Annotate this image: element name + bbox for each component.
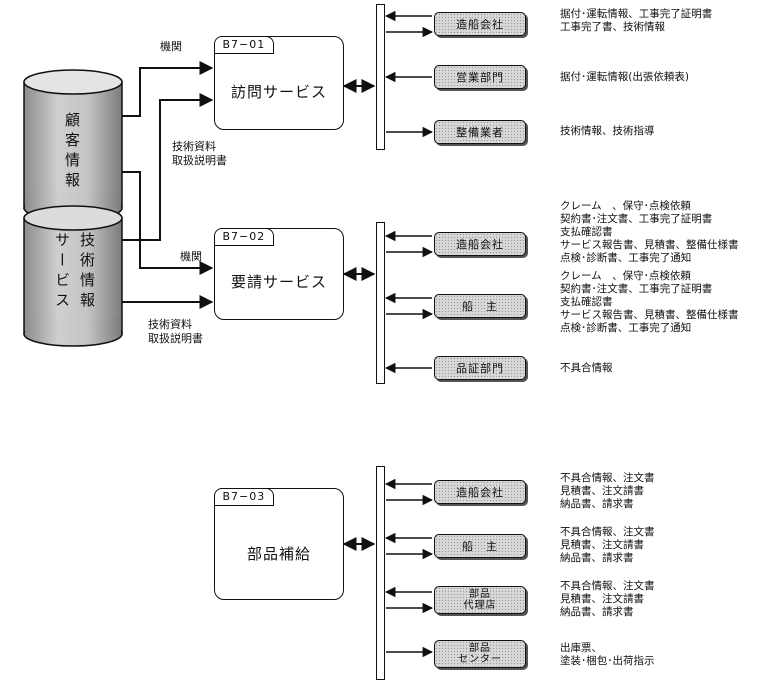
process-code: B7−01: [213, 35, 275, 54]
docs-parts-agent: 不具合情報、注文書 見積書、注文請書 納品書、請求書: [560, 580, 655, 618]
process-request-service: B7−02 要請サービス: [213, 227, 344, 320]
node-sales-dept: 営業部門: [434, 65, 526, 89]
group2-arrows: [384, 230, 434, 374]
process-name: 要請サービス: [230, 273, 327, 291]
technical-db-text-col2: サービス: [53, 232, 71, 312]
docs-quality-dept: 不具合情報: [560, 362, 613, 374]
docs-shipowner: クレーム 、保守･点検依頼 契約書･注文書、工事完了証明書 支払確認書 サービス…: [560, 270, 739, 334]
process-parts-supply: B7−03 部品補給: [213, 487, 344, 600]
group3-arrows: [384, 478, 434, 658]
edge-label-tech-docs-2: 技術資料 取扱説明書: [148, 318, 203, 345]
node-shipbuilder: 造船会社: [434, 232, 526, 256]
node-shipbuilder: 造船会社: [434, 12, 526, 36]
technical-service-database: [23, 205, 123, 347]
node-maintenance-contractor: 整備業者: [434, 120, 526, 144]
node-shipowner: 船 主: [434, 294, 526, 318]
node-quality-dept: 品証部門: [434, 356, 526, 380]
node-parts-agent: 部品 代理店: [434, 586, 526, 614]
process-code: B7−02: [213, 227, 275, 246]
interface-bar-3: [376, 466, 385, 680]
node-parts-center: 部品 センター: [434, 640, 526, 668]
docs-shipowner: 不具合情報、注文書 見積書、注文請書 納品書、請求書: [560, 526, 655, 564]
customer-database-label: 顧客情報: [62, 112, 83, 192]
process-code: B7−03: [213, 487, 275, 506]
docs-shipbuilder: クレーム 、保守･点検依頼 契約書･注文書、工事完了証明書 支払確認書 サービス…: [560, 200, 739, 264]
db-arrows: [122, 61, 214, 309]
interface-bar-2: [376, 222, 385, 384]
edge-label-kikan-1: 機関: [160, 40, 182, 53]
docs-sales-dept: 据付･運転情報(出張依頼表): [560, 71, 689, 83]
technical-db-text-col1: 技術情報: [78, 232, 96, 312]
interface-bar-1: [376, 4, 385, 150]
technical-database-label: 技術情報 サービス: [52, 232, 98, 312]
docs-parts-center: 出庫票、 塗装･梱包･出荷指示: [560, 642, 655, 667]
process-visit-service: B7−01 訪問サービス: [213, 35, 344, 130]
docs-shipbuilder: 据付･運転情報、工事完了証明書 工事完了書、技術情報: [560, 8, 713, 33]
edge-label-kikan-2: 機関: [180, 250, 202, 263]
docs-maintenance-contractor: 技術情報、技術指導: [560, 125, 655, 137]
customer-db-text: 顧客情報: [63, 112, 81, 192]
node-shipbuilder: 造船会社: [434, 480, 526, 504]
process-name: 訪問サービス: [230, 83, 327, 101]
edge-label-tech-docs-1: 技術資料 取扱説明書: [172, 140, 227, 167]
process-bar-arrows: [342, 79, 376, 551]
docs-shipbuilder: 不具合情報、注文書 見積書、注文請書 納品書、請求書: [560, 472, 655, 510]
group1-arrows: [384, 10, 434, 138]
node-shipowner: 船 主: [434, 534, 526, 558]
process-name: 部品補給: [246, 545, 311, 563]
